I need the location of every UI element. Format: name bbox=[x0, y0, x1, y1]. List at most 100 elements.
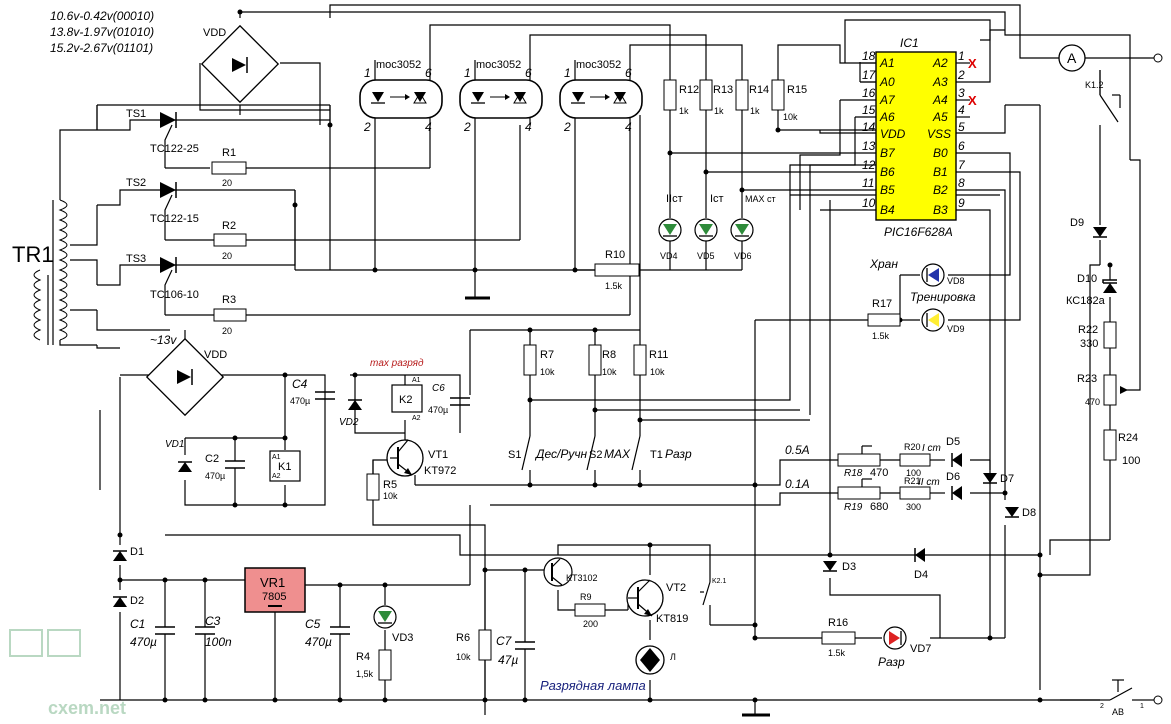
thyristor-ts2: TS2 TC122-15 bbox=[126, 177, 199, 240]
potentiometer-r23: R23 470 bbox=[1077, 373, 1128, 407]
opto2-label: moc3052 bbox=[476, 59, 521, 71]
note-line-1: 10.6v-0.42v(00010) bbox=[50, 9, 154, 23]
vd9-name: VD9 bbox=[947, 324, 965, 334]
ic-pin-b4: B4 bbox=[880, 203, 895, 217]
opto2-pin6: 6 bbox=[525, 66, 532, 80]
vd2-label: VD2 bbox=[339, 417, 359, 428]
r1-value: 20 bbox=[222, 178, 232, 188]
diode-d9: D9 bbox=[1070, 217, 1108, 238]
ic-pin-b6: B6 bbox=[880, 165, 895, 179]
capacitor-c6: C6 470µ bbox=[428, 383, 470, 415]
thyristor-ts1: TS1 TC122-25 bbox=[126, 108, 199, 168]
opto-1: moc3052 1 6 2 4 bbox=[359, 59, 443, 134]
capacitor-c4: C4 470µ bbox=[290, 377, 335, 406]
r18-value: 470 bbox=[870, 467, 888, 479]
opto3-pin2: 2 bbox=[563, 120, 571, 134]
ic1-right-pins: A2 A3 A4 A5 VSS B0 B1 B2 B3 1 2 3 4 5 6 … bbox=[927, 49, 966, 217]
ic-pin-vdd: VDD bbox=[880, 127, 906, 141]
led-vd6: MAX ст VD6 bbox=[730, 194, 776, 261]
r23-name: R23 bbox=[1077, 373, 1097, 385]
breaker-ab: AB 2 1 bbox=[1100, 679, 1163, 717]
regulator-vr1: VR1 7805 bbox=[244, 567, 306, 613]
ab-pin2: 2 bbox=[1100, 703, 1104, 710]
max-discharge-label: max разряд bbox=[370, 358, 424, 369]
lamp-label: Л bbox=[670, 652, 676, 662]
k12-label: K1.2 bbox=[1085, 80, 1104, 90]
opto3-pin6: 6 bbox=[625, 66, 632, 80]
transistor-kt3102: KT3102 bbox=[543, 557, 598, 587]
opto3-pin1: 1 bbox=[564, 66, 571, 80]
ic-pin-num-16: 16 bbox=[862, 86, 876, 100]
relay-contact-k21: K2.1 bbox=[700, 575, 727, 606]
s2-label: MAX bbox=[604, 447, 631, 461]
resistor-r12: R12 1k bbox=[663, 79, 699, 116]
vdd-top-label: VDD bbox=[203, 27, 226, 39]
transformer-tr1: TR1 bbox=[12, 105, 98, 346]
ic-pin-num-14: 14 bbox=[862, 120, 876, 134]
r11-value: 10k bbox=[650, 367, 665, 377]
d9-label: D9 bbox=[1070, 217, 1084, 229]
vt2-name: VT2 bbox=[666, 582, 686, 594]
ic-pin-num-11: 11 bbox=[862, 176, 874, 190]
k21-label: K2.1 bbox=[712, 578, 727, 585]
vr1-name: VR1 bbox=[260, 575, 285, 590]
ic-pin-num-3: 3 bbox=[958, 86, 965, 100]
ic-pin-num-5: 5 bbox=[958, 120, 965, 134]
k1-a2: A2 bbox=[272, 473, 281, 480]
ic-pin-num-12: 12 bbox=[862, 158, 876, 172]
nc-mark-a2: X bbox=[968, 56, 977, 71]
ic-pin-a4: A4 bbox=[932, 93, 948, 107]
ic-pin-num-1: 1 bbox=[958, 49, 965, 63]
resistor-r3: R3 20 bbox=[213, 294, 247, 336]
diode-d3: D3 bbox=[822, 560, 856, 573]
d4-label: D4 bbox=[914, 569, 928, 581]
r15-value: 10k bbox=[783, 112, 798, 122]
relay-k1: K1 A1 A2 bbox=[269, 450, 301, 482]
note-line-2: 13.8v-1.97v(01010) bbox=[50, 25, 154, 39]
ic-pin-num-6: 6 bbox=[958, 139, 965, 153]
nc-mark-a4: X bbox=[968, 93, 977, 108]
vd6-label: MAX ст bbox=[745, 194, 776, 204]
r11-name: R11 bbox=[649, 349, 668, 361]
ic1-left-pins: A1 A0 A7 A6 VDD B7 B6 B5 B4 18 17 16 15 … bbox=[862, 49, 906, 217]
capacitor-c3: C3 100n bbox=[195, 614, 232, 649]
r5-name: R5 bbox=[383, 479, 397, 491]
k1-a1: A1 bbox=[272, 454, 281, 461]
vd6-name: VD6 bbox=[734, 251, 752, 261]
k2-name: K2 bbox=[399, 394, 412, 406]
ammeter-label: A bbox=[1067, 50, 1077, 66]
relay-k2: K2 A1 A2 max разряд bbox=[370, 358, 424, 422]
k2-a2: A2 bbox=[412, 415, 421, 422]
vd9-label: Тренировка bbox=[910, 290, 976, 304]
r7-name: R7 bbox=[540, 349, 554, 361]
bridge-bottom: VDD ~13v bbox=[145, 333, 227, 417]
d3-label: D3 bbox=[842, 561, 856, 573]
led-vd4: IIст VD4 bbox=[658, 193, 683, 261]
vr1-type: 7805 bbox=[262, 591, 286, 603]
opto2-pin4: 4 bbox=[525, 120, 532, 134]
r13-name: R13 bbox=[713, 84, 733, 96]
resistor-r22: R22 330 bbox=[1078, 321, 1117, 350]
opto1-pin6: 6 bbox=[425, 66, 432, 80]
d2-label: D2 bbox=[130, 595, 144, 607]
ts2-name: TS2 bbox=[126, 177, 146, 189]
r12-name: R12 bbox=[679, 84, 699, 96]
c1-name: C1 bbox=[130, 617, 145, 631]
resistor-r13: R13 1k bbox=[699, 79, 733, 116]
c2-name: C2 bbox=[205, 453, 219, 465]
diode-d1: D1 bbox=[112, 546, 144, 562]
opto3-pin4: 4 bbox=[625, 120, 632, 134]
bridge-top: VDD bbox=[200, 24, 280, 104]
ic-pin-num-17: 17 bbox=[862, 68, 877, 82]
resistor-r14: R14 1k bbox=[735, 79, 769, 116]
vt1-type: KT972 bbox=[424, 465, 456, 477]
r22-name: R22 bbox=[1078, 324, 1098, 336]
d1-label: D1 bbox=[130, 546, 144, 558]
ab-pin1: 1 bbox=[1140, 703, 1144, 710]
r1-name: R1 bbox=[222, 147, 236, 159]
ic-pin-b3: B3 bbox=[933, 203, 948, 217]
r21-name: R21 bbox=[904, 476, 921, 486]
ic-pin-num-9: 9 bbox=[958, 196, 965, 210]
junction-dots bbox=[117, 9, 1113, 703]
opto2-pin1: 1 bbox=[464, 66, 471, 80]
